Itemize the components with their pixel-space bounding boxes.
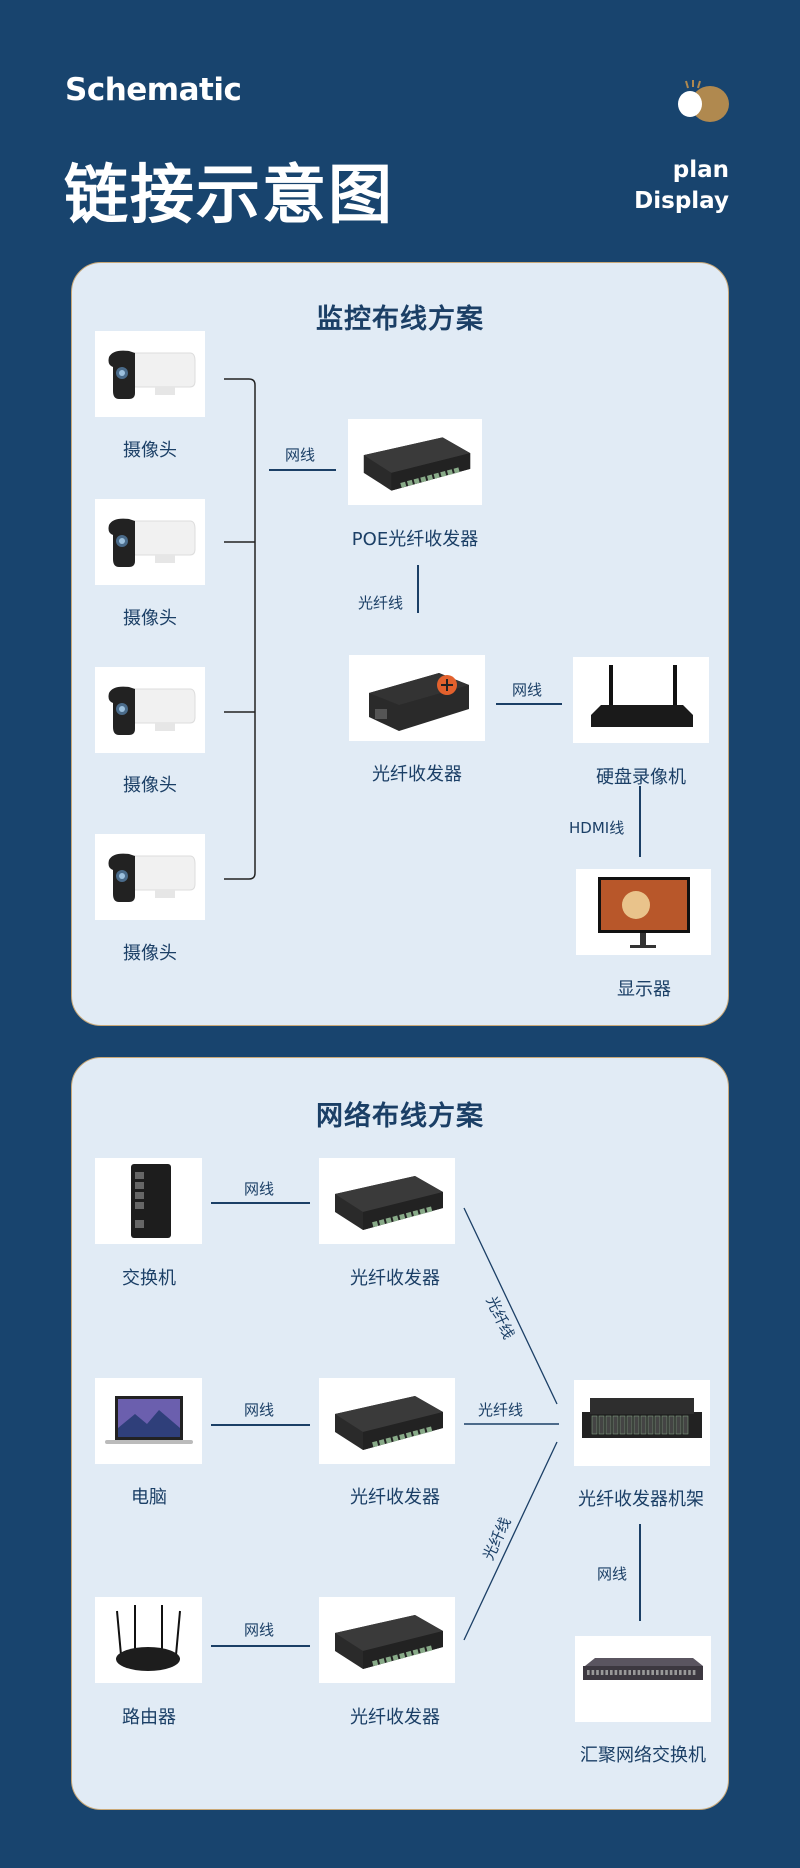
hdmi-line bbox=[639, 786, 641, 857]
fiber-transceiver-image bbox=[319, 1158, 455, 1244]
switch-image bbox=[95, 1158, 202, 1244]
camera-image bbox=[95, 331, 205, 417]
camera-label: 摄像头 bbox=[123, 943, 177, 964]
hdmi-line-label: HDMI线 bbox=[569, 819, 625, 837]
device-label: 路由器 bbox=[122, 1707, 176, 1728]
fiber-transceiver-image bbox=[349, 655, 485, 741]
camera-label: 摄像头 bbox=[123, 440, 177, 461]
ethernet-line bbox=[211, 1645, 310, 1647]
ethernet-line bbox=[211, 1202, 310, 1204]
fiber-transceiver-label: 光纤收发器 bbox=[372, 764, 462, 785]
header-display: Display bbox=[634, 188, 729, 214]
laptop-image bbox=[95, 1378, 202, 1464]
monitor-image bbox=[576, 869, 711, 955]
fiber-transceiver-label: 光纤收发器 bbox=[350, 1487, 440, 1508]
router-image bbox=[95, 1597, 202, 1683]
fiber-transceiver-image bbox=[319, 1378, 455, 1464]
poe-transceiver-image bbox=[348, 419, 482, 505]
poe-transceiver-label: POE光纤收发器 bbox=[351, 529, 479, 550]
camera-image bbox=[95, 834, 205, 920]
ethernet-line bbox=[496, 703, 562, 705]
header-plan: plan bbox=[672, 157, 729, 183]
transceiver-rack-label: 光纤收发器机架 bbox=[578, 1489, 704, 1510]
ethernet-line-label: 网线 bbox=[597, 1565, 628, 1583]
ethernet-line-label: 网线 bbox=[512, 681, 543, 699]
camera-label: 摄像头 bbox=[123, 775, 177, 796]
network-title: 网络布线方案 bbox=[316, 1101, 484, 1132]
device-label: 交换机 bbox=[122, 1268, 176, 1289]
fiber-transceiver-label: 光纤收发器 bbox=[350, 1268, 440, 1289]
transceiver-rack-image bbox=[574, 1380, 710, 1466]
fiber-line bbox=[417, 565, 419, 613]
camera-image bbox=[95, 667, 205, 753]
ethernet-line-label: 网线 bbox=[285, 446, 316, 464]
page-title: 链接示意图 bbox=[64, 159, 394, 233]
header-subtitle: Schematic bbox=[65, 72, 242, 108]
camera-image bbox=[95, 499, 205, 585]
ethernet-line bbox=[639, 1524, 641, 1621]
camera-label: 摄像头 bbox=[123, 608, 177, 629]
device-label: 电脑 bbox=[131, 1487, 167, 1508]
ethernet-line-label: 网线 bbox=[244, 1180, 275, 1198]
logo-icon bbox=[672, 78, 732, 124]
fiber-transceiver-label: 光纤收发器 bbox=[350, 1707, 440, 1728]
fiber-transceiver-image bbox=[319, 1597, 455, 1683]
monitoring-title: 监控布线方案 bbox=[316, 304, 484, 335]
nvr-image bbox=[573, 657, 709, 743]
camera-bracket-connector bbox=[224, 378, 256, 880]
ethernet-line bbox=[211, 1424, 310, 1426]
fiber-line-label: 光纤线 bbox=[478, 1401, 524, 1419]
nvr-label: 硬盘录像机 bbox=[596, 767, 686, 788]
ethernet-line-label: 网线 bbox=[244, 1621, 275, 1639]
ethernet-line-label: 网线 bbox=[244, 1401, 275, 1419]
core-switch-image bbox=[575, 1636, 711, 1722]
fiber-line-label: 光纤线 bbox=[358, 594, 404, 612]
monitor-label: 显示器 bbox=[617, 979, 671, 1000]
ethernet-line bbox=[269, 469, 336, 471]
core-switch-label: 汇聚网络交换机 bbox=[580, 1745, 706, 1766]
